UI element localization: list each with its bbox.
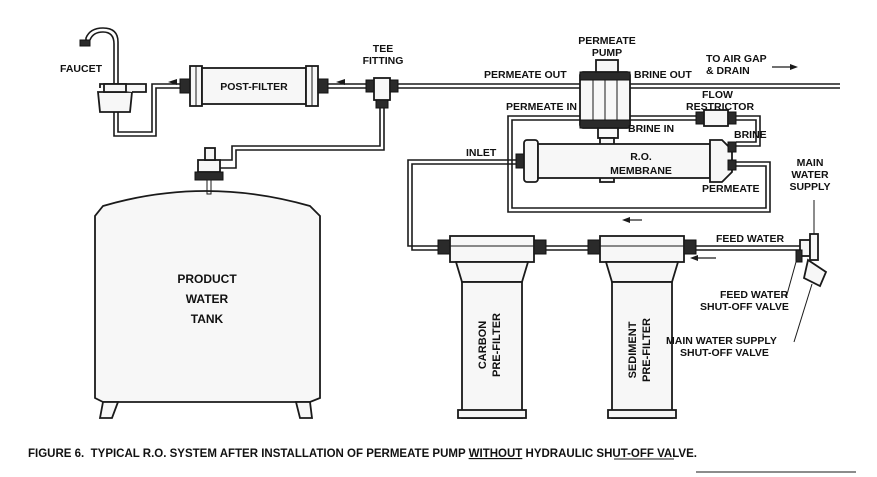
sediment-label-line1: SEDIMENT — [627, 321, 639, 378]
inlet-label: INLET — [466, 147, 497, 159]
tee-fitting-label-line2: FITTING — [363, 55, 404, 67]
feed-water-label: FEED WATER — [716, 233, 784, 245]
sediment-pre-filter — [587, 235, 697, 419]
faucet-label: FAUCET — [60, 63, 103, 75]
caption-suffix: HYDRAULIC SHUT-OFF VALVE. — [522, 448, 697, 460]
ro-membrane — [515, 139, 737, 183]
main-valve-label-line1: MAIN WATER SUPPLY — [666, 335, 777, 347]
brine-label: BRINE — [734, 129, 767, 141]
tank-label-line1: PRODUCT — [177, 272, 237, 286]
permeate-label: PERMEATE — [702, 183, 760, 195]
permeate-in-label: PERMEATE IN — [506, 101, 577, 113]
permeate-pump-label-line1: PERMEATE — [578, 35, 636, 47]
caption-underlined: WITHOUT — [469, 448, 523, 460]
brine-in-label: BRINE IN — [628, 123, 674, 135]
carbon-label-line2: PRE-FILTER — [491, 313, 503, 377]
figure-caption: FIGURE 6. TYPICAL R.O. SYSTEM AFTER INST… — [28, 448, 697, 460]
permeate-out-label: PERMEATE OUT — [484, 69, 567, 81]
main-water-supply-label-line2: WATER — [791, 169, 829, 181]
to-air-gap-label-line2: & DRAIN — [706, 65, 750, 77]
permeate-pump-label-line2: PUMP — [592, 47, 622, 59]
main-water-supply-pipe — [795, 200, 828, 288]
brine-out-label: BRINE OUT — [634, 69, 692, 81]
product-water-tank — [94, 147, 321, 419]
main-water-supply-label-line3: SUPPLY — [789, 181, 830, 193]
carbon-pre-filter — [437, 235, 547, 419]
tee-fitting-label-line1: TEE — [373, 43, 393, 55]
ro-membrane-label-line1: R.O. — [630, 151, 652, 163]
post-filter-label: POST-FILTER — [220, 81, 288, 93]
tank-label-line3: TANK — [191, 312, 224, 326]
carbon-label-line1: CARBON — [477, 321, 489, 369]
tee-fitting — [365, 77, 399, 109]
post-filter — [179, 65, 329, 107]
flow-restrictor-label-line1: FLOW — [702, 89, 733, 101]
flow-restrictor-label-line2: RESTRICTOR — [686, 101, 754, 113]
main-water-supply-label-line1: MAIN — [797, 157, 824, 169]
flow-restrictor — [695, 109, 737, 127]
faucet — [79, 27, 147, 113]
feed-valve-label-line1: FEED WATER — [720, 289, 788, 301]
ro-membrane-label-line2: MEMBRANE — [610, 165, 672, 177]
caption-prefix: FIGURE 6. TYPICAL R.O. SYSTEM AFTER INST… — [28, 448, 469, 460]
tank-label-line2: WATER — [186, 292, 229, 306]
main-valve-label-line2: SHUT-OFF VALVE — [680, 347, 769, 359]
sediment-label-line2: PRE-FILTER — [641, 318, 653, 382]
to-air-gap-label-line1: TO AIR GAP — [706, 53, 767, 65]
feed-valve-label-line2: SHUT-OFF VALVE — [700, 301, 789, 313]
